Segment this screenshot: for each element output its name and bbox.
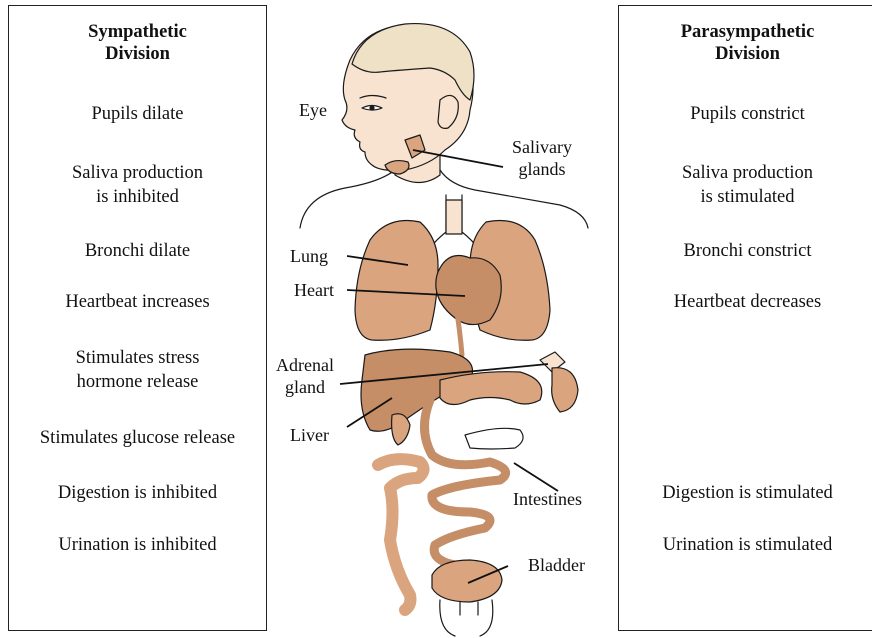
bladder [432, 560, 502, 602]
urethra [460, 602, 478, 615]
pupil [370, 106, 374, 110]
small-kidney [392, 414, 410, 445]
parasympathetic-title: Parasympathetic Division [619, 21, 872, 65]
sympathetic-item-stress-hormone: Stimulates stress hormone release [9, 346, 266, 394]
sympathetic-item-glucose: Stimulates glucose release [9, 426, 266, 450]
parasympathetic-item-saliva: Saliva production is stimulated [619, 161, 872, 209]
heart [436, 256, 501, 325]
anatomy-figure [270, 0, 610, 638]
label-lung: Lung [290, 245, 328, 267]
stomach [440, 372, 542, 405]
sympathetic-item-bronchi: Bronchi dilate [9, 239, 266, 263]
label-eye: Eye [299, 99, 327, 121]
parasympathetic-item-digestion: Digestion is stimulated [619, 481, 872, 505]
label-intestines: Intestines [513, 488, 582, 510]
sympathetic-panel: Sympathetic Division Pupils dilate Saliv… [8, 5, 267, 631]
small-intestine [424, 400, 505, 565]
sympathetic-title: Sympathetic Division [9, 21, 266, 65]
parasympathetic-item-urination: Urination is stimulated [619, 533, 872, 557]
kidney [552, 368, 578, 412]
left-lung [355, 220, 438, 340]
lower-outline [440, 600, 493, 636]
parasympathetic-item-heartbeat: Heartbeat decreases [619, 290, 872, 314]
sympathetic-item-heartbeat: Heartbeat increases [9, 290, 266, 314]
parasympathetic-item-bronchi: Bronchi constrict [619, 239, 872, 263]
label-liver: Liver [290, 424, 329, 446]
label-adrenal-gland: Adrenal gland [276, 354, 334, 398]
label-bladder: Bladder [528, 554, 585, 576]
sympathetic-item-pupils: Pupils dilate [9, 102, 266, 126]
parasympathetic-panel: Parasympathetic Division Pupils constric… [618, 5, 872, 631]
sympathetic-item-urination: Urination is inhibited [9, 533, 266, 557]
parasympathetic-item-pupils: Pupils constrict [619, 102, 872, 126]
sympathetic-item-digestion: Digestion is inhibited [9, 481, 266, 505]
sympathetic-item-saliva: Saliva production is inhibited [9, 161, 266, 209]
colon [378, 459, 424, 610]
salivary-gland-lower [385, 161, 409, 174]
label-salivary-glands: Salivary glands [512, 136, 572, 180]
pancreas [465, 428, 523, 449]
label-heart: Heart [294, 279, 334, 301]
